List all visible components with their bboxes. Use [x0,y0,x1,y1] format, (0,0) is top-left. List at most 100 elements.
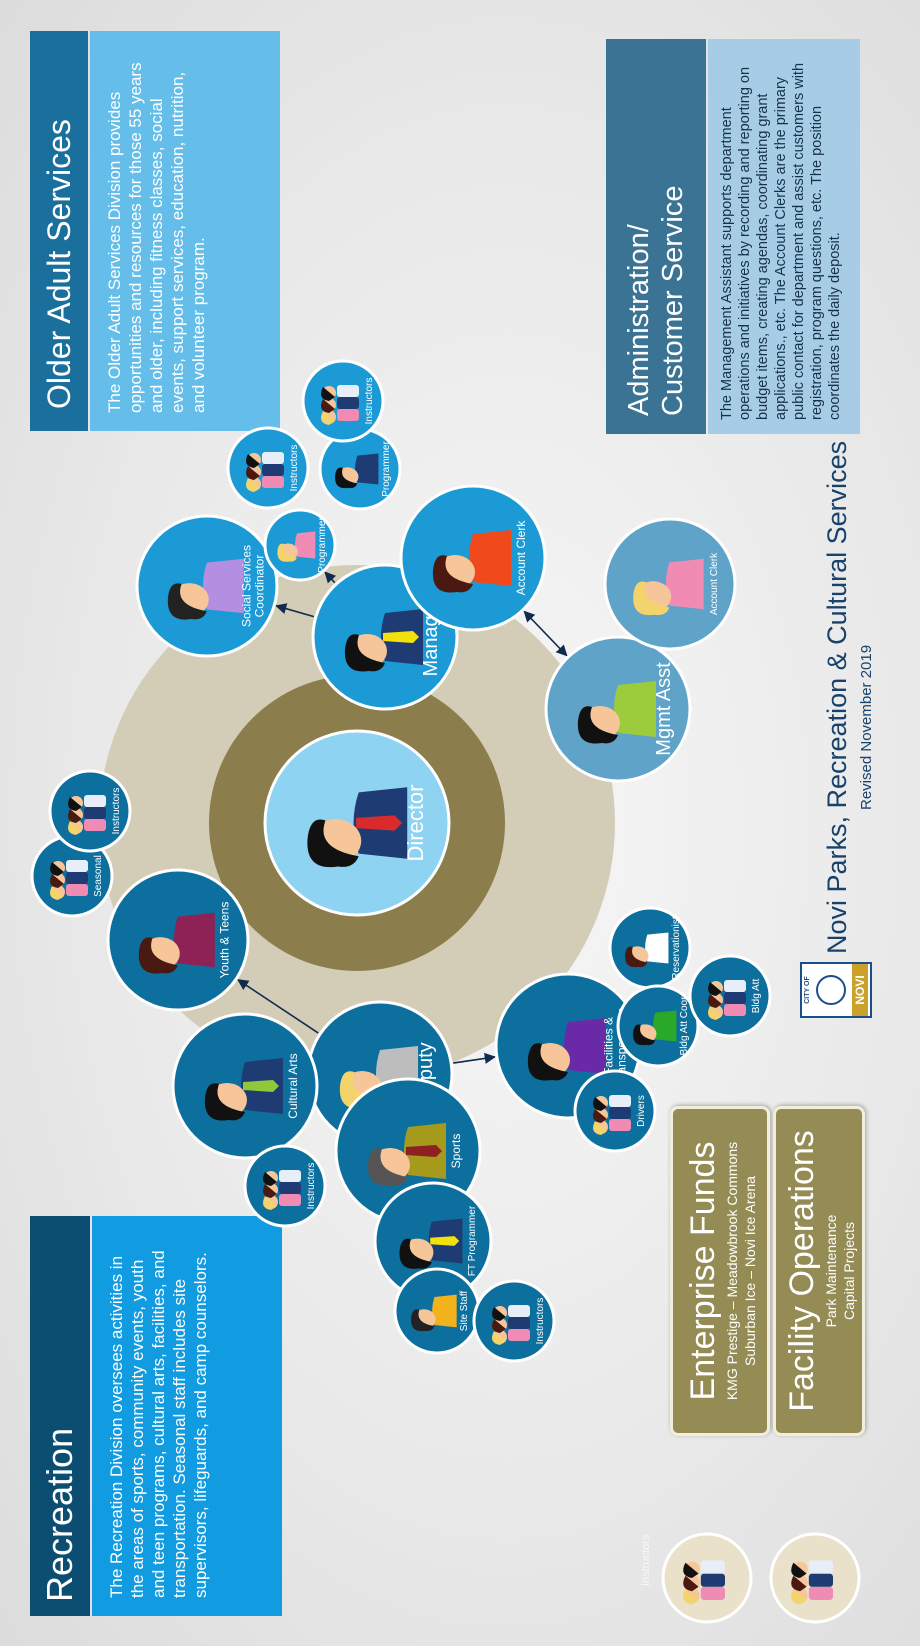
group-body [66,860,88,872]
hair [432,555,473,593]
group-body [808,1560,833,1574]
tie [243,1080,279,1092]
group-hair [246,466,260,480]
node-label: Account Clerk [709,552,720,615]
hair [411,1309,435,1332]
group-hair [683,1575,699,1592]
group-hair [246,478,260,492]
node-label: Programmer [317,517,328,573]
group-body [262,476,284,488]
node-label: Programmer [381,441,392,497]
group-hair [708,982,722,996]
shirt [432,1294,457,1328]
tie [383,631,419,643]
node-oa-programmer-a: Programmer [263,508,337,582]
hair [138,937,178,974]
connector-mgmt_asst-account_clerk_a [523,610,568,657]
hair [307,819,359,868]
group-icon [246,452,284,492]
node-site-staff: Site Staff [393,1267,481,1355]
node-account-clerk-b: Account Clerk [603,517,737,651]
group-body [66,872,88,884]
connector-manager-social_services [275,603,315,618]
group-hair [791,1589,807,1605]
node-label: Instructors [364,378,375,425]
node-mgmt-asst: Mgmt Asst [544,635,692,783]
group-hair [708,1006,722,1020]
group-body [337,409,359,421]
node-bldg-att-coor: Bldg Att Coor [616,984,700,1068]
group-hair [683,1562,699,1578]
node-oa-instructors-a: Instructors [226,426,310,510]
group-hair [492,1307,506,1321]
hair [167,583,207,620]
group-hair [50,874,64,888]
group-body [724,1004,746,1016]
shirt [564,1018,606,1074]
group-body [724,980,746,992]
node-label: Mgmt Asst [653,662,675,756]
hair [399,1238,432,1269]
group-hair [246,454,260,468]
person-icon [277,531,316,562]
group-hair [321,411,335,425]
group-hair [263,1184,277,1198]
node-label: Instructors [289,445,300,492]
node-youth-instructors: Instructors [48,769,132,853]
person-icon [633,558,704,616]
group-body [700,1560,725,1574]
person-icon [577,681,656,744]
node-bl-group-a [661,1532,753,1624]
group-icon [791,1560,833,1605]
group-icon [593,1095,631,1135]
node-account-clerk-a: Account Clerk [399,484,547,632]
person-icon [335,453,379,489]
connector-deputy-youth_teens [237,979,319,1034]
hair [633,581,670,616]
group-body [609,1107,631,1119]
group-hair [708,994,722,1008]
node-label: Bldg Att [751,979,762,1014]
group-icon [263,1170,301,1210]
group-body [262,464,284,476]
node-label: Instructors [535,1298,546,1345]
tie [406,1145,442,1157]
node-rec-instructors-b: Instructors [472,1279,556,1363]
group-body [724,992,746,1004]
group-hair [321,399,335,413]
group-body [337,397,359,409]
tie [430,1236,460,1246]
node-cultural-arts: Cultural Arts [171,1012,319,1160]
group-body [84,795,106,807]
group-hair [68,821,82,835]
node-youth-teens: Youth & Teens [106,868,250,1012]
hair [204,1083,245,1121]
hair [277,543,297,562]
hair [577,706,618,744]
group-body [808,1586,833,1600]
group-hair [321,387,335,401]
person-icon [167,558,244,620]
group-body [66,884,88,896]
connector-manager-oa_programmer_a [324,571,337,584]
group-body [808,1573,833,1587]
node-label: Instructors [111,788,122,835]
group-hair [68,809,82,823]
group-hair [683,1589,699,1605]
group-body [84,819,106,831]
group-icon [708,980,746,1020]
shirt [645,932,669,964]
hair [527,1043,568,1081]
group-hair [492,1319,506,1333]
shirt [665,558,704,610]
group-icon [683,1560,725,1605]
person-icon [633,1010,677,1046]
group-hair [593,1097,607,1111]
node-drivers: Drivers [573,1069,657,1153]
group-hair [593,1109,607,1123]
node-label: Social Services [239,545,253,627]
group-body [84,807,106,819]
